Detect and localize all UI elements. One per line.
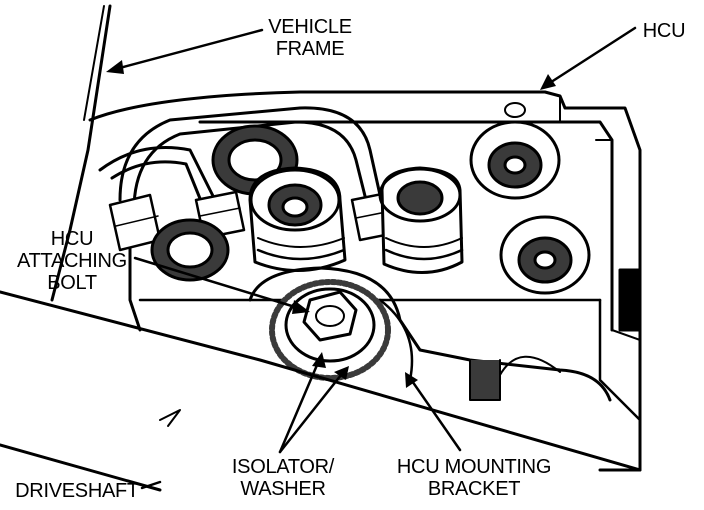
label-hcu: HCU [636, 20, 692, 42]
label-driveshaft-text: DRIVESHAFT [15, 480, 139, 502]
label-hcu-attaching-bolt-line3: BOLT [47, 272, 97, 294]
brake-lines [98, 106, 382, 212]
hcu-mounting-bracket [248, 266, 612, 402]
label-isolator-washer: ISOLATOR/ WASHER [222, 456, 344, 500]
label-hcu-mounting-bracket: HCU MOUNTING BRACKET [384, 456, 564, 500]
label-hcu-attaching-bolt-line2: ATTACHING [17, 250, 127, 272]
valve-fitting-center [248, 166, 347, 272]
label-hcu-attaching-bolt: HCU ATTACHING BOLT [10, 228, 134, 294]
label-hcu-mounting-bracket-line2: BRACKET [427, 478, 521, 500]
vehicle-frame-rail [50, 4, 112, 302]
label-hcu-mounting-bracket-line1: HCU MOUNTING [396, 456, 552, 478]
isolator-washer-and-bolt [269, 279, 391, 381]
label-hcu-text: HCU [642, 20, 686, 42]
label-driveshaft: DRIVESHAFT [12, 480, 142, 502]
label-vehicle-frame: VEHICLE FRAME [262, 16, 358, 60]
arrowheads [106, 60, 556, 388]
driveshaft-outline [0, 290, 642, 492]
valve-fitting-right [378, 166, 464, 274]
label-vehicle-frame-line2: FRAME [275, 38, 345, 60]
leader-lines [110, 26, 637, 490]
label-isolator-washer-line1: ISOLATOR/ [231, 456, 335, 478]
label-hcu-attaching-bolt-line1: HCU [50, 228, 94, 250]
label-isolator-washer-line2: WASHER [240, 478, 326, 500]
label-vehicle-frame-line1: VEHICLE [268, 16, 352, 38]
